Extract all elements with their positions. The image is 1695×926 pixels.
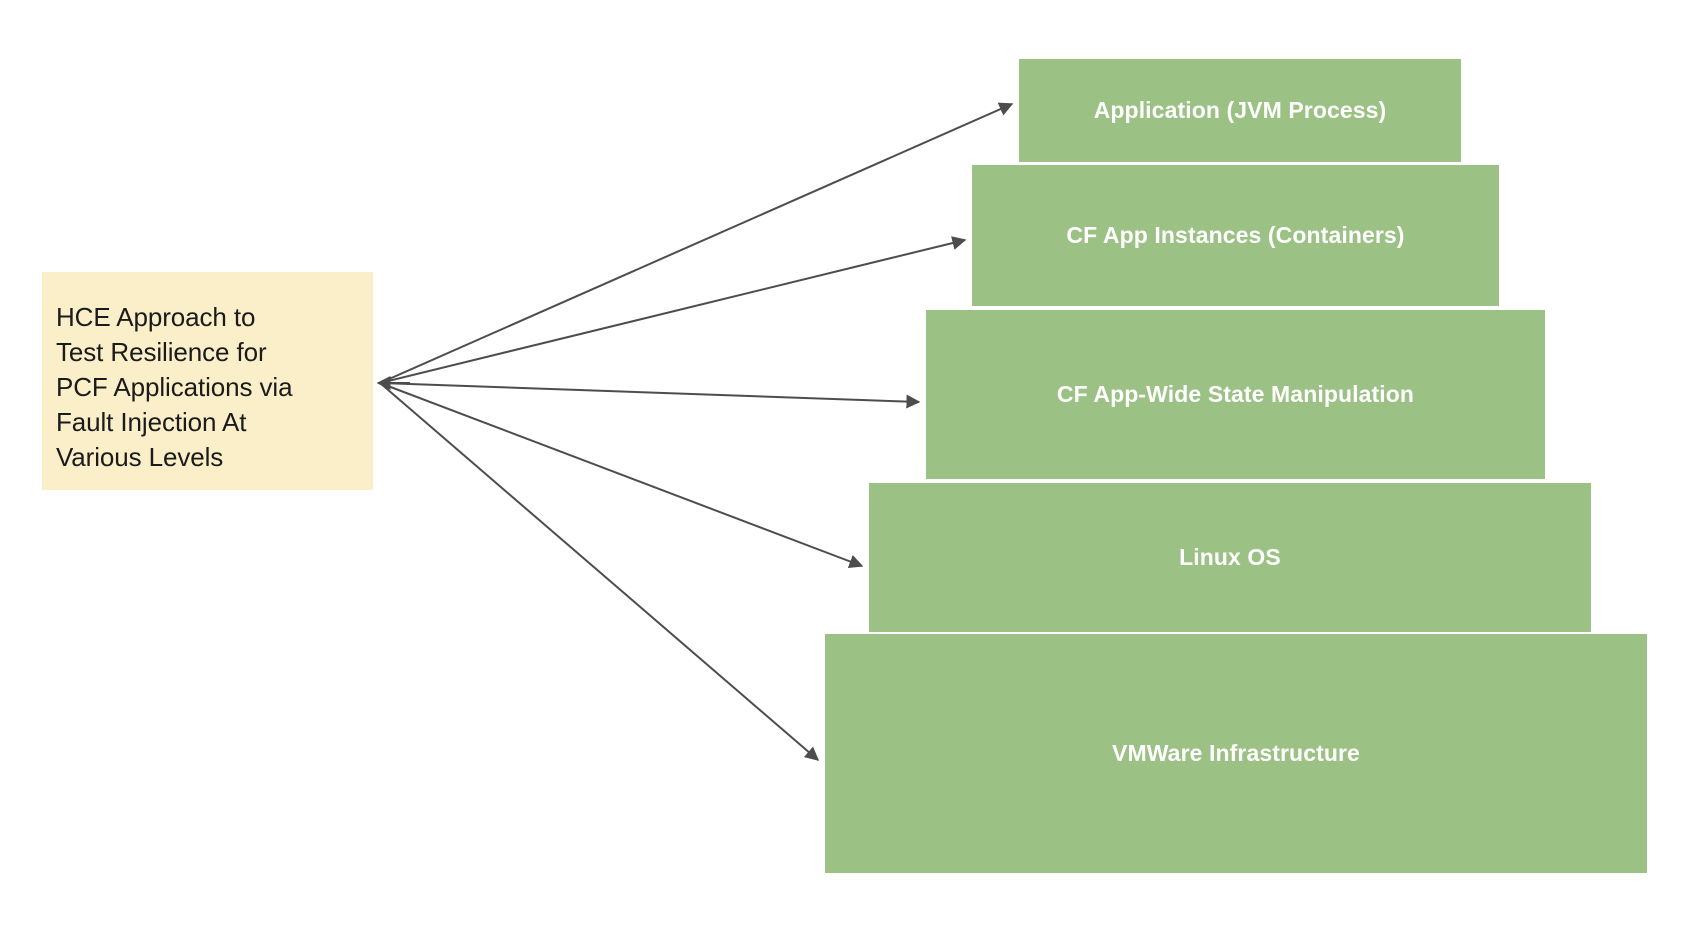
layer-box-application[interactable]: Application (JVM Process) (1019, 59, 1461, 162)
connector-to-linux-os (379, 382, 864, 569)
connector-to-application (379, 102, 1014, 384)
layer-box-cf-app-wide-state[interactable]: CF App-Wide State Manipulation (926, 310, 1545, 479)
source-note-text: HCE Approach to Test Resilience for PCF … (56, 301, 293, 472)
layer-box-linux-os[interactable]: Linux OS (869, 483, 1591, 632)
layer-label-vmware-infra: VMWare Infrastructure (1112, 740, 1360, 766)
layer-label-linux-os: Linux OS (1179, 544, 1281, 570)
layer-label-application: Application (JVM Process) (1093, 97, 1387, 123)
layer-box-vmware-infra[interactable]: VMWare Infrastructure (825, 634, 1647, 873)
connector-to-vmware-infra (379, 382, 820, 761)
source-note-box[interactable]: HCE Approach to Test Resilience for PCF … (42, 272, 373, 490)
connector-to-cf-app-wide-state (379, 382, 921, 409)
connector-to-cf-app-instances (379, 236, 967, 384)
layer-label-cf-app-wide-state: CF App-Wide State Manipulation (1056, 381, 1415, 407)
layer-label-cf-app-instances: CF App Instances (Containers) (1066, 222, 1405, 248)
layer-box-cf-app-instances[interactable]: CF App Instances (Containers) (972, 165, 1499, 306)
